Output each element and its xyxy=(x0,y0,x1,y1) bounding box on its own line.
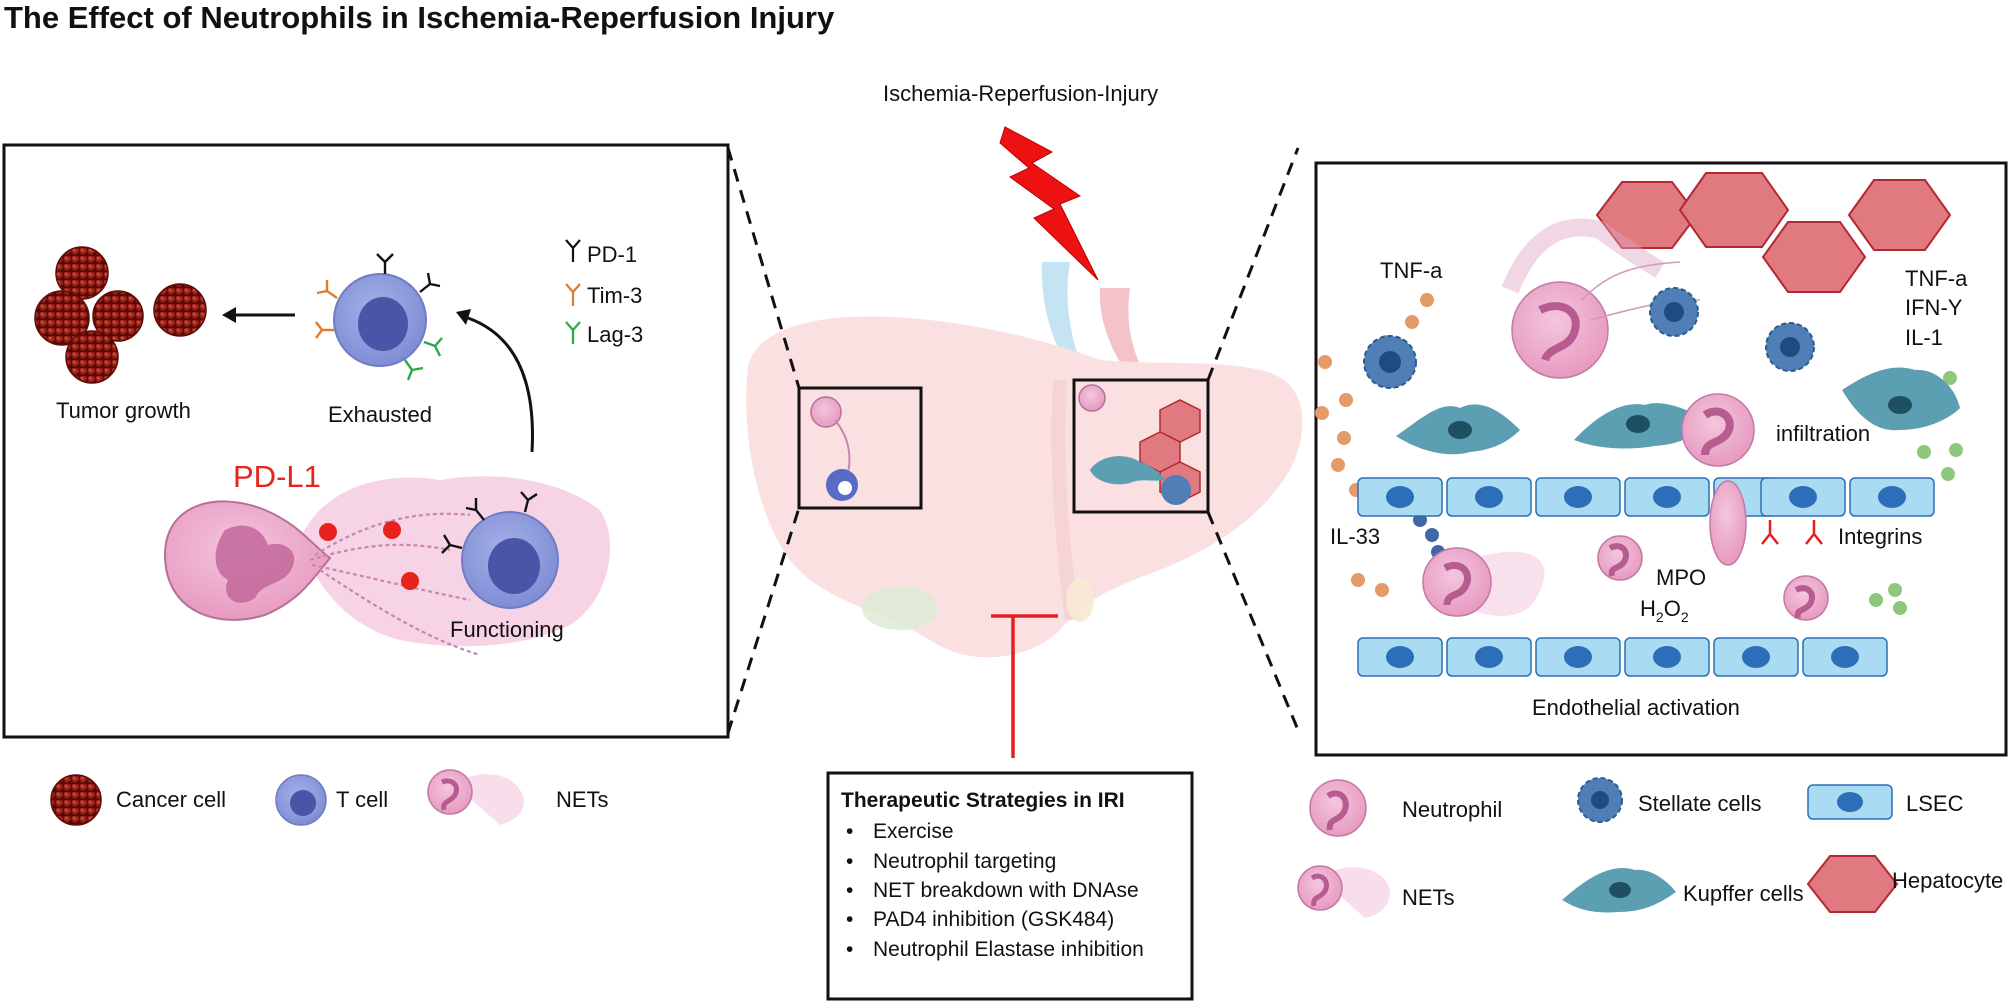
legend-kupffer-cells: Kupffer cells xyxy=(1683,881,1804,906)
stellate-cell xyxy=(1765,322,1815,372)
infiltration-label: infiltration xyxy=(1776,421,1870,446)
right-panel-frame xyxy=(1314,161,2008,757)
left-panel: Tumor growth Exhausted PD-1 xyxy=(2,143,730,739)
il-33-label: IL-33 xyxy=(1330,524,1380,549)
cancer-cell-cluster xyxy=(34,246,207,384)
tim-3-label: Tim-3 xyxy=(587,283,642,308)
hepatocyte-cluster xyxy=(1595,172,1952,293)
therapy-item-neutrophil-targeting: Neutrophil targeting xyxy=(873,850,1056,873)
tumor-growth-label: Tumor growth xyxy=(56,398,191,423)
therapy-bullet: • xyxy=(846,879,853,902)
legend-left: Cancer cell T cell NETs xyxy=(50,769,609,826)
legend-hepatocyte: Hepatocyte xyxy=(1892,868,2003,893)
cytokine-ifn-y: IFN-Y xyxy=(1905,295,1963,320)
therapy-box: Therapeutic Strategies in IRI • Exercise… xyxy=(826,771,1194,1001)
nets-icon xyxy=(1297,865,1390,918)
transmigrating-neutrophil xyxy=(1709,480,1747,566)
legend-nets-right: NETs xyxy=(1402,885,1455,910)
zoom-line-left-top xyxy=(726,147,801,389)
center-liver: Ischemia-Reperfusion-Injury xyxy=(726,81,1303,758)
integrins-icons xyxy=(1761,520,1823,545)
zoom-line-left-bottom xyxy=(726,507,801,734)
mpo-label: MPO xyxy=(1656,565,1706,590)
inhibition-marker xyxy=(991,614,1058,758)
h2o2-o: O xyxy=(1664,596,1681,621)
neutrophil-icon xyxy=(1309,779,1367,837)
infiltrating-neutrophil xyxy=(1681,393,1755,467)
integrins-label: Integrins xyxy=(1838,524,1922,549)
therapy-box-frame xyxy=(826,771,1194,1001)
hepatocyte-icon xyxy=(1806,855,1899,913)
therapy-title: Therapeutic Strategies in IRI xyxy=(841,789,1125,812)
therapy-item-elastase-inhibition: Neutrophil Elastase inhibition xyxy=(873,938,1144,961)
cytokine-il-1: IL-1 xyxy=(1905,325,1943,350)
exhausted-t-cell xyxy=(315,253,443,381)
curved-arrow-functioning-to-exhausted xyxy=(456,309,534,453)
legend-neutrophil: Neutrophil xyxy=(1402,797,1502,822)
liver-zoom-box-right xyxy=(1072,378,1210,514)
h2o2-sub1: 2 xyxy=(1656,609,1664,625)
therapy-item-exercise: Exercise xyxy=(873,820,954,843)
legend-t-cell: T cell xyxy=(336,787,388,812)
legend-right: Neutrophil Stellate cells LSEC NETs Kupf… xyxy=(1297,777,2003,918)
legend-nets-left: NETs xyxy=(556,787,609,812)
pd-1-label: PD-1 xyxy=(587,242,637,267)
tnf-a-label-left: TNF-a xyxy=(1380,258,1443,283)
stellate-cell xyxy=(1363,335,1417,389)
therapy-item-pad4-inhibition: PAD4 inhibition (GSK484) xyxy=(873,908,1114,931)
nets-icon xyxy=(427,769,524,825)
lightning-bolt-icon xyxy=(999,126,1099,281)
right-panel: TNF-a TNF-a IFN-Y IL-1 xyxy=(1314,161,2008,757)
lag-3-icon xyxy=(565,321,581,344)
kupffer-cell xyxy=(1574,403,1710,449)
therapy-bullet: • xyxy=(846,938,853,961)
legend-cancer-cell: Cancer cell xyxy=(116,787,226,812)
h2o2-label: H2O2 xyxy=(1640,596,1689,625)
endothelial-activation-label: Endothelial activation xyxy=(1532,695,1740,720)
stellate-cell xyxy=(1649,287,1699,337)
zoom-line-right-bottom xyxy=(1206,511,1300,731)
therapy-bullet: • xyxy=(846,908,853,931)
lsec-row-top xyxy=(1357,477,1935,517)
pd-l1-label: PD-L1 xyxy=(233,459,321,494)
legend-lsec: LSEC xyxy=(1906,791,1964,816)
receptor-legend: PD-1 Tim-3 Lag-3 xyxy=(565,239,643,347)
therapy-item-net-breakdown: NET breakdown with DNAse xyxy=(873,879,1139,902)
cytokine-tnf-a: TNF-a xyxy=(1905,266,1968,291)
lsec-row-bottom xyxy=(1357,637,1888,677)
figure-title: The Effect of Neutrophils in Ischemia-Re… xyxy=(4,0,835,35)
liver-zoom-box-left xyxy=(797,386,923,510)
net-neutrophil-lower xyxy=(1422,547,1545,617)
h2o2-sub2: 2 xyxy=(1681,609,1689,625)
therapy-list: • Exercise • Neutrophil targeting • NET … xyxy=(846,820,1144,961)
kupffer-cell-icon xyxy=(1562,868,1676,913)
lsec-icon xyxy=(1807,784,1893,820)
tim-3-icon xyxy=(565,283,581,306)
exhausted-label: Exhausted xyxy=(328,402,432,427)
left-panel-frame xyxy=(2,143,730,739)
pd-1-icon xyxy=(565,239,581,262)
kupffer-cell xyxy=(1396,404,1520,455)
therapy-bullet: • xyxy=(846,850,853,873)
neutrophil-degranulating xyxy=(1783,575,1829,621)
arrow-to-tumor xyxy=(222,307,295,323)
legend-stellate-cells: Stellate cells xyxy=(1638,791,1762,816)
lag-3-label: Lag-3 xyxy=(587,322,643,347)
therapy-bullet: • xyxy=(846,820,853,843)
h2o2-h: H xyxy=(1640,596,1656,621)
kupffer-cell xyxy=(1842,367,1960,431)
zoom-line-right-top xyxy=(1206,147,1300,381)
functioning-t-cell xyxy=(441,491,559,609)
functioning-label: Functioning xyxy=(450,617,564,642)
t-cell-icon xyxy=(275,774,327,826)
iri-label: Ischemia-Reperfusion-Injury xyxy=(883,81,1158,106)
cancer-cell-icon xyxy=(50,774,102,826)
neutrophil-mpo xyxy=(1597,535,1643,581)
stellate-cell-icon xyxy=(1577,777,1623,823)
net-neutrophil-top xyxy=(1501,218,1701,379)
